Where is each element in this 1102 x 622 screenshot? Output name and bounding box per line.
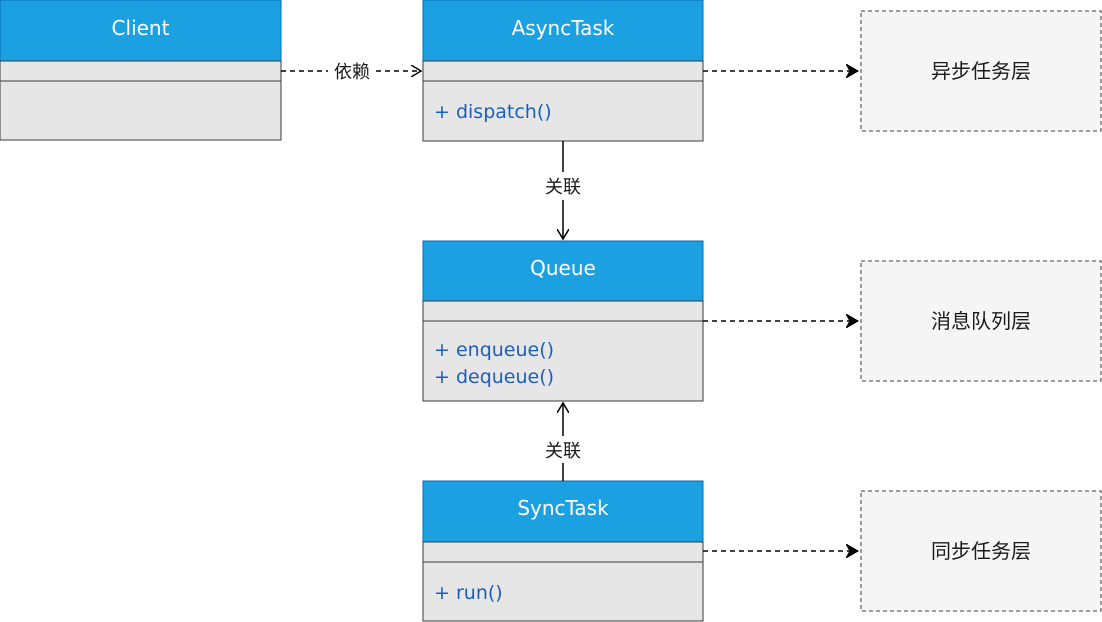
synctask-header xyxy=(422,480,704,543)
layer-sync-label: 同步任务层 xyxy=(931,539,1031,563)
association-async-label: 关联 xyxy=(545,177,581,198)
client-attributes xyxy=(0,60,282,82)
layer-sync-box xyxy=(860,490,1102,612)
dependency-label: 依赖 xyxy=(334,62,370,83)
client-header xyxy=(0,0,282,62)
edge-association-async: 关联 xyxy=(545,141,581,239)
edge-association-sync: 关联 xyxy=(545,403,581,481)
client-methods xyxy=(0,80,282,141)
client-name: Client xyxy=(112,16,170,40)
synctask-name: SyncTask xyxy=(517,496,609,520)
queue-methods xyxy=(422,320,704,402)
queue-method-enqueue: + enqueue() xyxy=(434,339,554,361)
queue-attributes xyxy=(422,300,704,322)
association-sync-label: 关联 xyxy=(545,441,581,462)
asynctask-name: AsyncTask xyxy=(512,16,615,40)
class-synctask: SyncTask + run() xyxy=(422,480,704,622)
edge-dependency: 依赖 xyxy=(281,62,421,83)
layer-async-box xyxy=(860,10,1102,132)
layer-async-label: 异步任务层 xyxy=(931,59,1031,83)
synctask-attributes xyxy=(422,541,704,563)
queue-method-dequeue: + dequeue() xyxy=(434,366,554,388)
class-client: Client xyxy=(0,0,282,141)
queue-header xyxy=(422,240,704,302)
synctask-methods xyxy=(422,561,704,622)
class-asynctask: AsyncTask + dispatch() xyxy=(422,0,704,142)
layer-queue-box xyxy=(860,260,1102,382)
queue-name: Queue xyxy=(530,256,596,280)
layer-queue: 消息队列层 xyxy=(860,260,1102,382)
layer-sync: 同步任务层 xyxy=(860,490,1102,612)
layer-async: 异步任务层 xyxy=(860,10,1102,132)
asynctask-methods xyxy=(422,80,704,142)
asynctask-method-dispatch: + dispatch() xyxy=(434,101,552,123)
synctask-method-run: + run() xyxy=(434,582,503,604)
asynctask-header xyxy=(422,0,704,62)
layer-queue-label: 消息队列层 xyxy=(931,309,1031,333)
asynctask-attributes xyxy=(422,60,704,82)
class-queue: Queue + enqueue() + dequeue() xyxy=(422,240,704,402)
